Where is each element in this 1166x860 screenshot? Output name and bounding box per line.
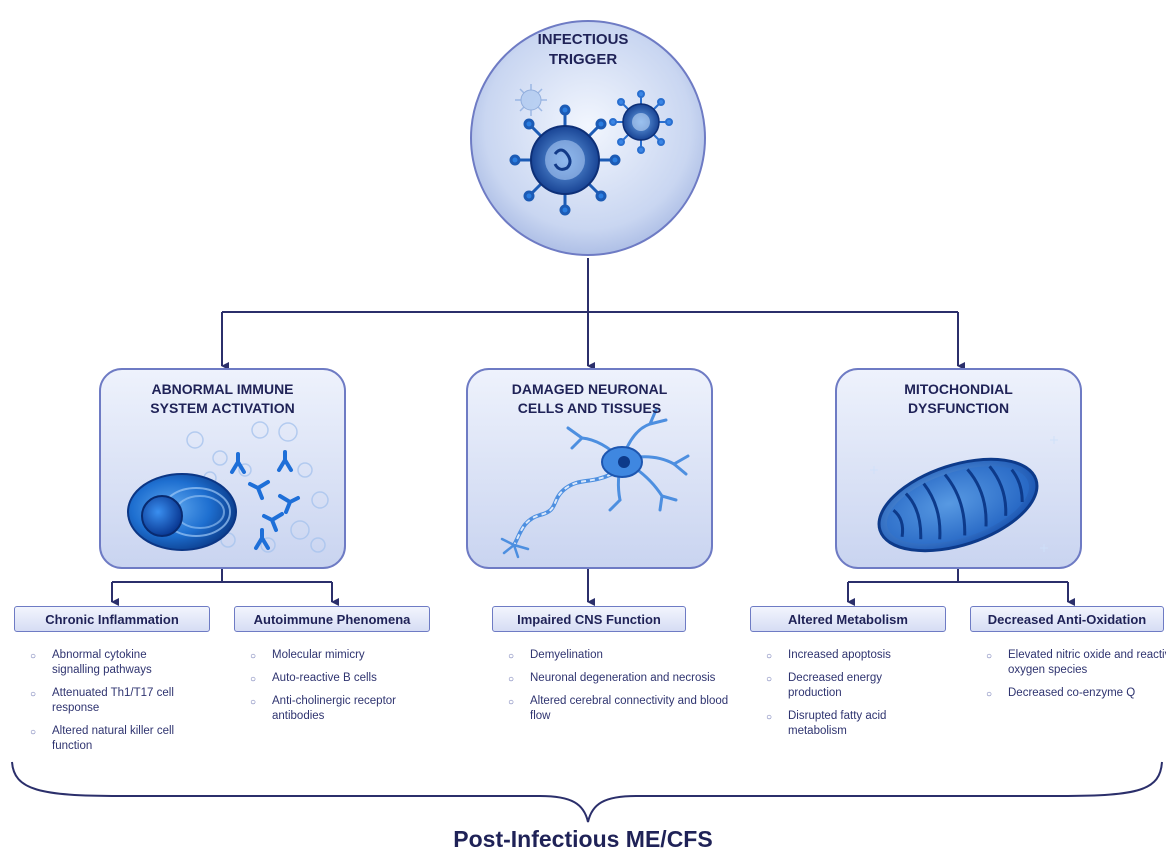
list-item: ○Attenuated Th1/T17 cell response [30, 687, 174, 714]
list-item: ○Increased apoptosis [766, 649, 891, 662]
list-item: ○Demyelination [508, 649, 603, 662]
trigger-title-line1: INFECTIOUS [537, 31, 629, 48]
list-altered-metabolism: ○Increased apoptosis ○Decreased energy p… [764, 648, 934, 747]
list-item: ○Abnormal cytokine signalling pathways [30, 649, 152, 676]
list-item: ○Altered natural killer cell function [30, 725, 175, 752]
list-item: ○Altered cerebral connectivity and blood… [508, 695, 729, 722]
trigger-title-line2: TRIGGER [548, 51, 618, 68]
outcome-autoimmune-phenomena: Autoimmune Phenomena [234, 606, 430, 632]
list-autoimmune-phenomena: ○Molecular mimicry ○Auto-reactive B cell… [248, 648, 428, 732]
panel-neuronal-title: DAMAGED NEURONAL CELLS AND TISSUES [467, 380, 712, 418]
connector-lines [111, 258, 1075, 606]
panel-mito-title-line2: DYSFUNCTION [907, 400, 1010, 416]
virus-icon [509, 84, 673, 216]
bottom-brace [11, 761, 1163, 823]
outcome-chronic-inflammation: Chronic Inflammation [14, 606, 210, 632]
list-item: ○Disrupted fatty acid metabolism [766, 710, 887, 737]
list-item: ○Decreased energy production [766, 672, 882, 699]
list-item: ○Neuronal degeneration and necrosis [508, 672, 716, 685]
panel-neuronal-title-line1: DAMAGED NEURONAL [511, 381, 668, 397]
list-item: ○Molecular mimicry [250, 649, 365, 662]
immune-cell-antibodies-icon [127, 421, 329, 553]
list-item: ○Anti-cholinergic receptor antibodies [250, 695, 397, 722]
panel-immune-title-line1: ABNORMAL IMMUNE [151, 381, 294, 397]
outcome-altered-metabolism: Altered Metabolism [750, 606, 946, 632]
list-chronic-inflammation: ○Abnormal cytokine signalling pathways ○… [28, 648, 208, 762]
panel-immune-title-line2: SYSTEM ACTIVATION [150, 400, 295, 416]
list-impaired-cns: ○Demyelination ○Neuronal degeneration an… [506, 648, 728, 732]
outcome-decreased-anti-oxidation: Decreased Anti-Oxidation [970, 606, 1164, 632]
list-decreased-anti-oxidation: ○Elevated nitric oxide and reactive oxyg… [984, 648, 1166, 709]
mitochondrion-icon [870, 436, 1058, 553]
footer-title: Post-Infectious ME/CFS [453, 826, 713, 852]
panel-immune-title: ABNORMAL IMMUNE SYSTEM ACTIVATION [100, 380, 345, 418]
panel-mito-title-line1: MITOCHONDIAL [904, 381, 1013, 397]
list-item: ○Auto-reactive B cells [250, 672, 377, 685]
panel-neuronal-title-line2: CELLS AND TISSUES [517, 400, 662, 416]
list-item: ○Decreased co-enzyme Q [986, 687, 1136, 700]
panel-mito-title: MITOCHONDIAL DYSFUNCTION [836, 380, 1081, 418]
outcome-impaired-cns: Impaired CNS Function [492, 606, 686, 632]
neuron-icon [500, 408, 690, 559]
list-item: ○Elevated nitric oxide and reactive oxyg… [986, 649, 1166, 676]
trigger-title: INFECTIOUS TRIGGER [470, 30, 696, 70]
